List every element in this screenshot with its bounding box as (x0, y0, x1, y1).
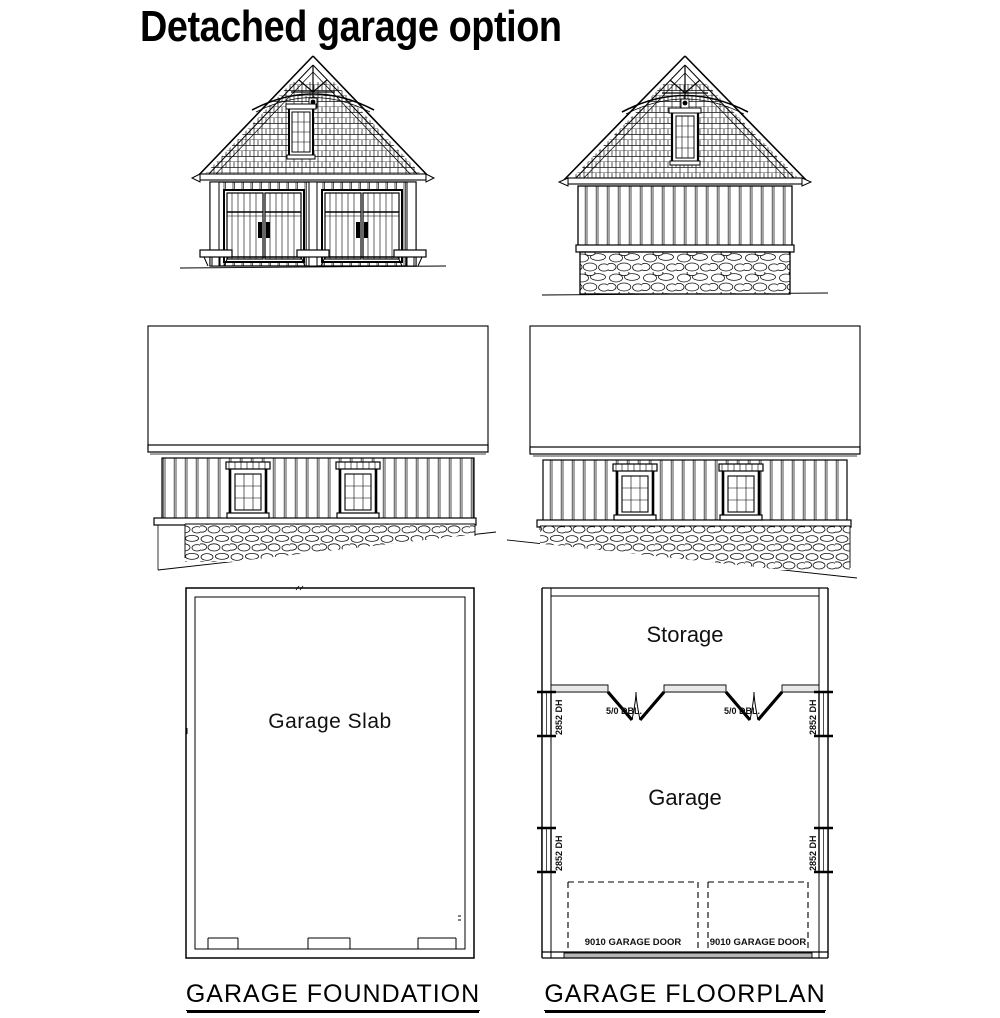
window-label-left-lower: 2852 DH (554, 835, 564, 871)
water-table (575, 244, 795, 253)
page-title: Detached garage option (140, 2, 562, 51)
garage-door-label-right: 9010 GARAGE DOOR (710, 937, 807, 948)
garage-door-opening-left (567, 881, 699, 952)
window-right-lower (814, 826, 833, 874)
window-label-right-lower: 2852 DH (808, 835, 818, 871)
fascia (147, 444, 489, 453)
rear-wall (577, 185, 793, 247)
window-label-left-upper: 2852 DH (554, 699, 564, 735)
partition-wall (550, 684, 820, 693)
garage-foundation-caption: GARAGE FOUNDATION (185, 980, 481, 1011)
attic-window (668, 107, 702, 166)
garage-floorplan: Storage Garage 5/0 DBL. 5/0 DBL. 9010 GA… (537, 587, 833, 959)
gable-arch (251, 93, 375, 111)
double-door-right (724, 690, 784, 722)
side-window-1 (225, 461, 271, 519)
left-side-elevation (147, 325, 497, 571)
window-left-lower (537, 826, 556, 874)
carriage-garage-door-right (321, 189, 403, 263)
side-window-2 (718, 463, 764, 521)
side-window-2 (335, 461, 381, 519)
attic-window (285, 103, 317, 160)
side-window-1 (612, 463, 658, 521)
window-left-upper (537, 690, 556, 738)
right-side-elevation (506, 325, 861, 579)
side-wall (161, 457, 475, 521)
gable-arch (621, 94, 749, 113)
carriage-garage-door-left (223, 189, 305, 263)
foundation-room-label: Garage Slab (268, 710, 391, 733)
window-right-upper (814, 690, 833, 738)
gable-truss (291, 66, 335, 102)
roof-plane (529, 325, 861, 451)
roof-plane (147, 325, 489, 449)
door-label-right: 5/0 DBL. (724, 706, 760, 716)
garage-foundation-caption-wrap: GARAGE FOUNDATION (178, 980, 488, 1011)
garage-floorplan-caption-wrap: GARAGE FLOORPLAN (520, 980, 850, 1011)
side-wall (542, 459, 848, 523)
fascia (529, 446, 861, 455)
garage-foundation-plan: Garage Slab (185, 585, 475, 959)
gable-truss (662, 66, 708, 104)
front-elevation (179, 55, 447, 269)
rear-elevation (541, 55, 829, 296)
window-label-right-upper: 2852 DH (808, 699, 818, 735)
door-label-left: 5/0 DBL. (606, 706, 642, 716)
garage-door-label-left: 9010 GARAGE DOOR (585, 937, 682, 948)
room-label-storage: Storage (646, 622, 723, 647)
double-door-left (606, 690, 666, 722)
base-piers (199, 249, 427, 267)
room-label-garage: Garage (648, 785, 721, 810)
stone-foundation (579, 251, 791, 295)
garage-floorplan-caption: GARAGE FLOORPLAN (544, 980, 826, 1011)
garage-door-opening-right (707, 881, 809, 952)
